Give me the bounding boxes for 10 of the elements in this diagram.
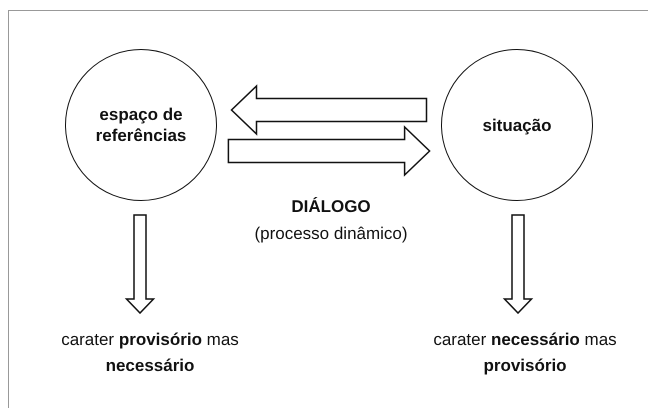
node-label: espaço de referências — [94, 104, 188, 146]
node-label: situação — [482, 114, 552, 136]
block-arrow — [124, 214, 156, 314]
caption-text: (processo dinâmico) — [254, 224, 408, 244]
caption-text: DIÁLOGO — [291, 197, 371, 217]
block-arrow — [230, 84, 428, 136]
note-text: carater necessário mas provisório — [420, 327, 630, 379]
block-arrow — [502, 214, 534, 314]
block-arrow — [228, 125, 431, 177]
note-text: carater provisório mas necessário — [50, 327, 250, 379]
